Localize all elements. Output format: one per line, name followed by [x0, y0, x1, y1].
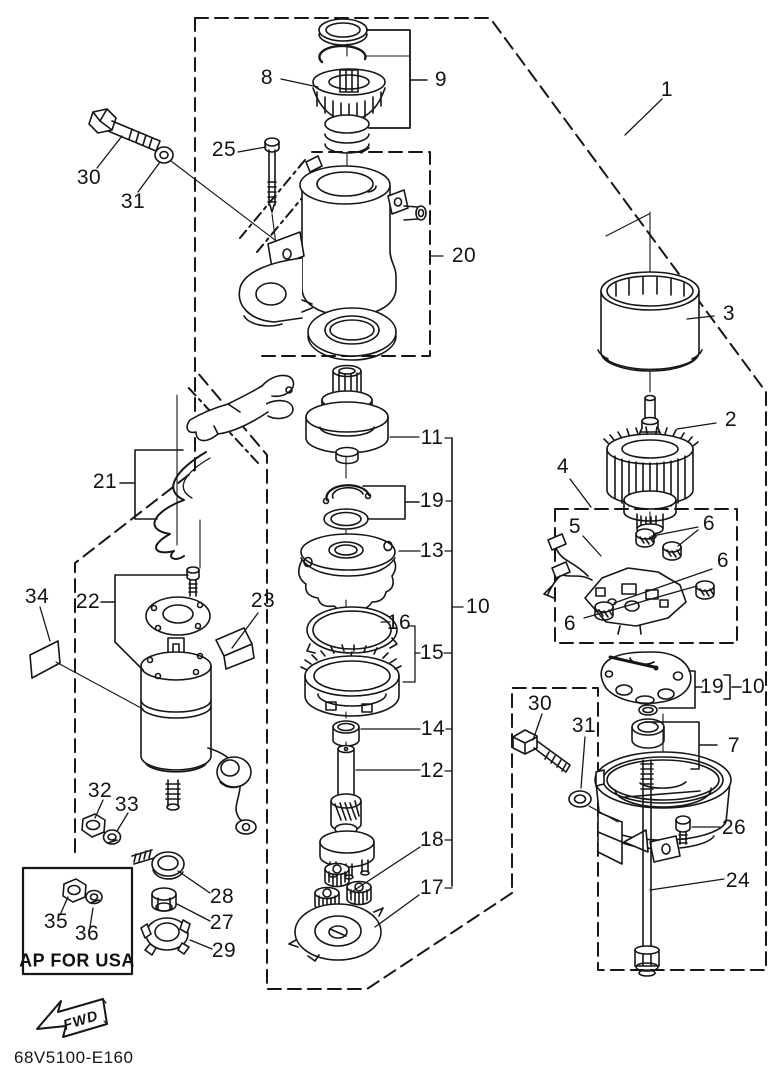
- part-label-12: 12: [419, 759, 445, 782]
- small-ring: [638, 704, 658, 716]
- circlip-washer-19: [322, 484, 372, 530]
- shift-fork-21: [186, 374, 295, 442]
- part-label-7: 7: [727, 734, 741, 757]
- part-label-10: 10: [465, 595, 491, 618]
- terminal-28: [131, 849, 185, 880]
- nut-35: [62, 878, 87, 903]
- end-cap-7: [594, 751, 732, 865]
- gasket-plate: [600, 651, 692, 705]
- part-label-26: 26: [721, 816, 747, 839]
- part-label-25: 25: [211, 138, 237, 161]
- starter-motor-body: [140, 637, 257, 835]
- rubber-mount-23: [215, 627, 255, 789]
- part-label-34: 34: [24, 585, 50, 608]
- solenoid-bolt: [186, 566, 200, 597]
- part-label-3: 3: [722, 302, 736, 325]
- starter-clutch-11: [305, 364, 389, 465]
- washer-31-bottom: [568, 790, 619, 823]
- part-label-30b: 30: [527, 692, 553, 715]
- part-label-31b: 31: [571, 714, 597, 737]
- part-label-36: 36: [74, 922, 100, 945]
- part-label-2: 2: [724, 408, 738, 431]
- part-label-20: 20: [451, 244, 477, 267]
- bolt-30-top: [88, 108, 161, 152]
- part-label-24: 24: [725, 869, 751, 892]
- shim-plate-17: [288, 903, 384, 962]
- mount-damper-29: [140, 917, 191, 956]
- solenoid-flange: [145, 596, 211, 636]
- grommet-27: [151, 887, 177, 912]
- part-label-4: 4: [556, 455, 570, 478]
- washer-36: [85, 889, 103, 905]
- oil-seal: [307, 307, 397, 361]
- part-label-29: 29: [211, 939, 237, 962]
- label-plate-34: [29, 640, 144, 710]
- ap-for-usa-note: AP FOR USA: [19, 950, 135, 971]
- part-label-15: 15: [419, 641, 445, 664]
- part-label-32: 32: [87, 779, 113, 802]
- part-label-17: 17: [419, 876, 445, 899]
- clutch-ring-15: [300, 644, 402, 717]
- part-label-19b: 19: [699, 675, 725, 698]
- part-label-33: 33: [114, 793, 140, 816]
- part-label-6b: 6: [716, 549, 730, 572]
- leader-lines: [39, 78, 742, 950]
- part-label-28: 28: [209, 885, 235, 908]
- part-label-18: 18: [419, 828, 445, 851]
- part-label-16: 16: [386, 611, 412, 634]
- washer-31-top: [154, 146, 174, 164]
- part-label-14: 14: [420, 717, 446, 740]
- part-label-31a: 31: [120, 190, 146, 213]
- part-label-10b: 10: [740, 675, 766, 698]
- part-label-6a: 6: [702, 512, 716, 535]
- part-label-23: 23: [250, 589, 276, 612]
- part-label-1: 1: [660, 78, 674, 101]
- bolt-30-bottom: [512, 729, 571, 773]
- pinion-stopper-set: [312, 18, 386, 154]
- through-bolt-24: [634, 759, 660, 977]
- washer-33: [102, 829, 122, 845]
- part-label-13: 13: [419, 539, 445, 562]
- bracket-9: [365, 29, 428, 129]
- part-label-19: 19: [419, 489, 445, 512]
- part-label-9: 9: [434, 68, 448, 91]
- cap-bushing: [631, 718, 665, 749]
- fork-spring: [153, 451, 211, 560]
- part-label-5: 5: [568, 515, 582, 538]
- part-label-6c: 6: [563, 612, 577, 635]
- drive-end-cap-13: [298, 533, 397, 612]
- bolt-25: [264, 137, 280, 213]
- part-label-27: 27: [209, 911, 235, 934]
- part-label-21: 21: [92, 470, 118, 493]
- ap-usa-box: [21, 866, 134, 976]
- drawing-number: 68V5100-E160: [14, 1048, 134, 1067]
- part-label-8: 8: [260, 66, 274, 89]
- pinion-shaft-12: [319, 744, 375, 880]
- starter-housing-20: [238, 155, 427, 327]
- part-label-11: 11: [420, 426, 444, 449]
- armature-2: [603, 394, 699, 540]
- fwd-arrow: [36, 998, 108, 1038]
- nut-32: [81, 813, 106, 838]
- bolt-26: [675, 815, 691, 845]
- part-label-35: 35: [43, 910, 69, 933]
- part-label-30a: 30: [76, 166, 102, 189]
- yoke-cylinder-3: [597, 271, 703, 372]
- part-label-22: 22: [75, 590, 101, 613]
